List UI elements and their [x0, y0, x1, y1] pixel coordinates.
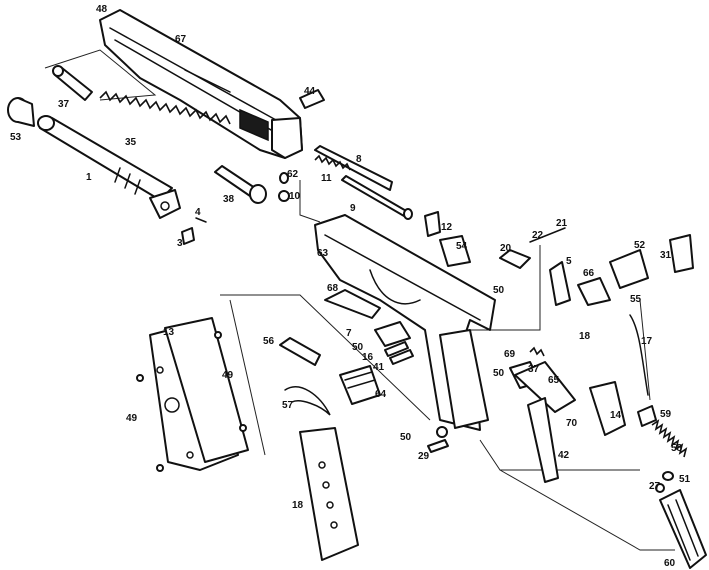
callout-label: 53 [10, 132, 22, 143]
callout-label: 50 [400, 432, 412, 443]
mainspring-cap-part [637, 405, 657, 427]
callout-label: 44 [304, 86, 316, 97]
callout-label: 29 [418, 451, 430, 462]
callout-label: 37 [528, 364, 540, 375]
trigger-part [324, 289, 381, 319]
callout-label: 54 [456, 241, 468, 252]
callout-label: 64 [375, 389, 387, 400]
callout-label: 4 [195, 207, 201, 218]
callout-label: 22 [532, 230, 544, 241]
callout-label: 21 [556, 218, 568, 229]
callout-label: 66 [583, 268, 595, 279]
callout-label: 59 [660, 409, 672, 420]
leader-lines [44, 49, 675, 551]
grip-panel-rear-part [164, 317, 249, 463]
barrel-part [37, 115, 181, 219]
grip-screws-part [136, 331, 247, 472]
callout-label: 37 [58, 99, 70, 110]
callout-label: 31 [660, 250, 672, 261]
mainspring-part [651, 419, 688, 458]
leaf-spring-part [284, 386, 331, 416]
pin-51-part [662, 471, 674, 481]
safety-part [577, 277, 611, 306]
callout-label: 5 [566, 256, 572, 267]
callout-label: 52 [634, 240, 646, 251]
firing-pin-part [341, 175, 413, 220]
callout-labels: 48 67 44 37 53 35 8 62 1 11 10 38 9 4 21… [10, 4, 691, 569]
mainspring-housing-part [339, 365, 381, 405]
callout-label: 13 [163, 327, 175, 338]
callout-label: 3 [177, 238, 183, 249]
callout-label: 70 [566, 418, 578, 429]
barrel-bushing-part [7, 97, 35, 127]
callout-label: 11 [321, 173, 332, 184]
callout-label: 38 [223, 194, 235, 205]
link-part [181, 217, 207, 245]
grip-safety-top-part [669, 234, 694, 273]
callout-label: 63 [317, 248, 329, 259]
callout-label: 49 [126, 413, 138, 424]
extractor-part [314, 145, 393, 191]
callout-label: 8 [356, 154, 362, 165]
callout-label: 14 [610, 410, 622, 421]
callout-label: 69 [504, 349, 516, 360]
mag-catch-part [374, 321, 411, 347]
callout-label: 18 [579, 331, 591, 342]
callout-label: 50 [493, 285, 505, 296]
callout-label: 1 [86, 172, 92, 183]
callout-label: 18 [292, 500, 304, 511]
hammer-strut-part [629, 314, 649, 396]
callout-label: 57 [282, 400, 294, 411]
callout-label: 49 [222, 370, 234, 381]
plunger-pin-part [529, 227, 566, 243]
firing-pin-stop-part [424, 211, 441, 237]
pin-62-part [279, 172, 289, 184]
thumb-safety-part [609, 249, 649, 289]
sear-spring-42-part [527, 397, 559, 483]
callout-label: 9 [350, 203, 356, 214]
callout-label: 51 [679, 474, 691, 485]
callout-label: 50 [493, 368, 505, 379]
pin-29-part [427, 439, 449, 453]
callout-label: 67 [175, 34, 187, 45]
pins-41-16-part [384, 341, 414, 365]
spring-guide-part [214, 165, 267, 204]
callout-label: 68 [327, 283, 339, 294]
callout-label: 7 [346, 328, 352, 339]
callout-label: 48 [96, 4, 108, 15]
callout-label: 60 [664, 558, 676, 569]
callout-label: 27 [649, 481, 661, 492]
callout-label: 58 [671, 443, 683, 454]
pin-27-part [655, 483, 665, 493]
hammer-part [589, 381, 626, 436]
safety-lock-part [439, 235, 471, 267]
ejector-part [549, 261, 571, 306]
callout-label: 16 [362, 352, 374, 363]
pin-50-part [436, 426, 448, 438]
mainspring-housing-back-part [659, 489, 707, 569]
magazine-part [299, 427, 359, 561]
callout-label: 55 [630, 294, 642, 305]
slide-part [99, 9, 303, 159]
callout-label: 12 [441, 222, 453, 233]
callout-label: 20 [500, 243, 512, 254]
callout-label: 42 [558, 450, 570, 461]
frame-part [314, 214, 496, 431]
callout-label: 17 [641, 336, 653, 347]
rear-sight-part [299, 89, 325, 109]
callout-label: 50 [352, 342, 364, 353]
sear-spring-part [279, 337, 321, 366]
callout-label: 56 [263, 336, 275, 347]
callout-label: 62 [287, 169, 299, 180]
callout-label: 10 [289, 191, 301, 202]
callout-label: 35 [125, 137, 137, 148]
callout-label: 41 [373, 362, 385, 373]
pin-10-part [278, 190, 290, 202]
firing-pin-spring-part [314, 154, 351, 171]
plunger-tube-part [499, 249, 531, 269]
recoil-plug-part [52, 65, 93, 101]
callout-label: 65 [548, 375, 560, 386]
recoil-spring-part [99, 90, 231, 125]
